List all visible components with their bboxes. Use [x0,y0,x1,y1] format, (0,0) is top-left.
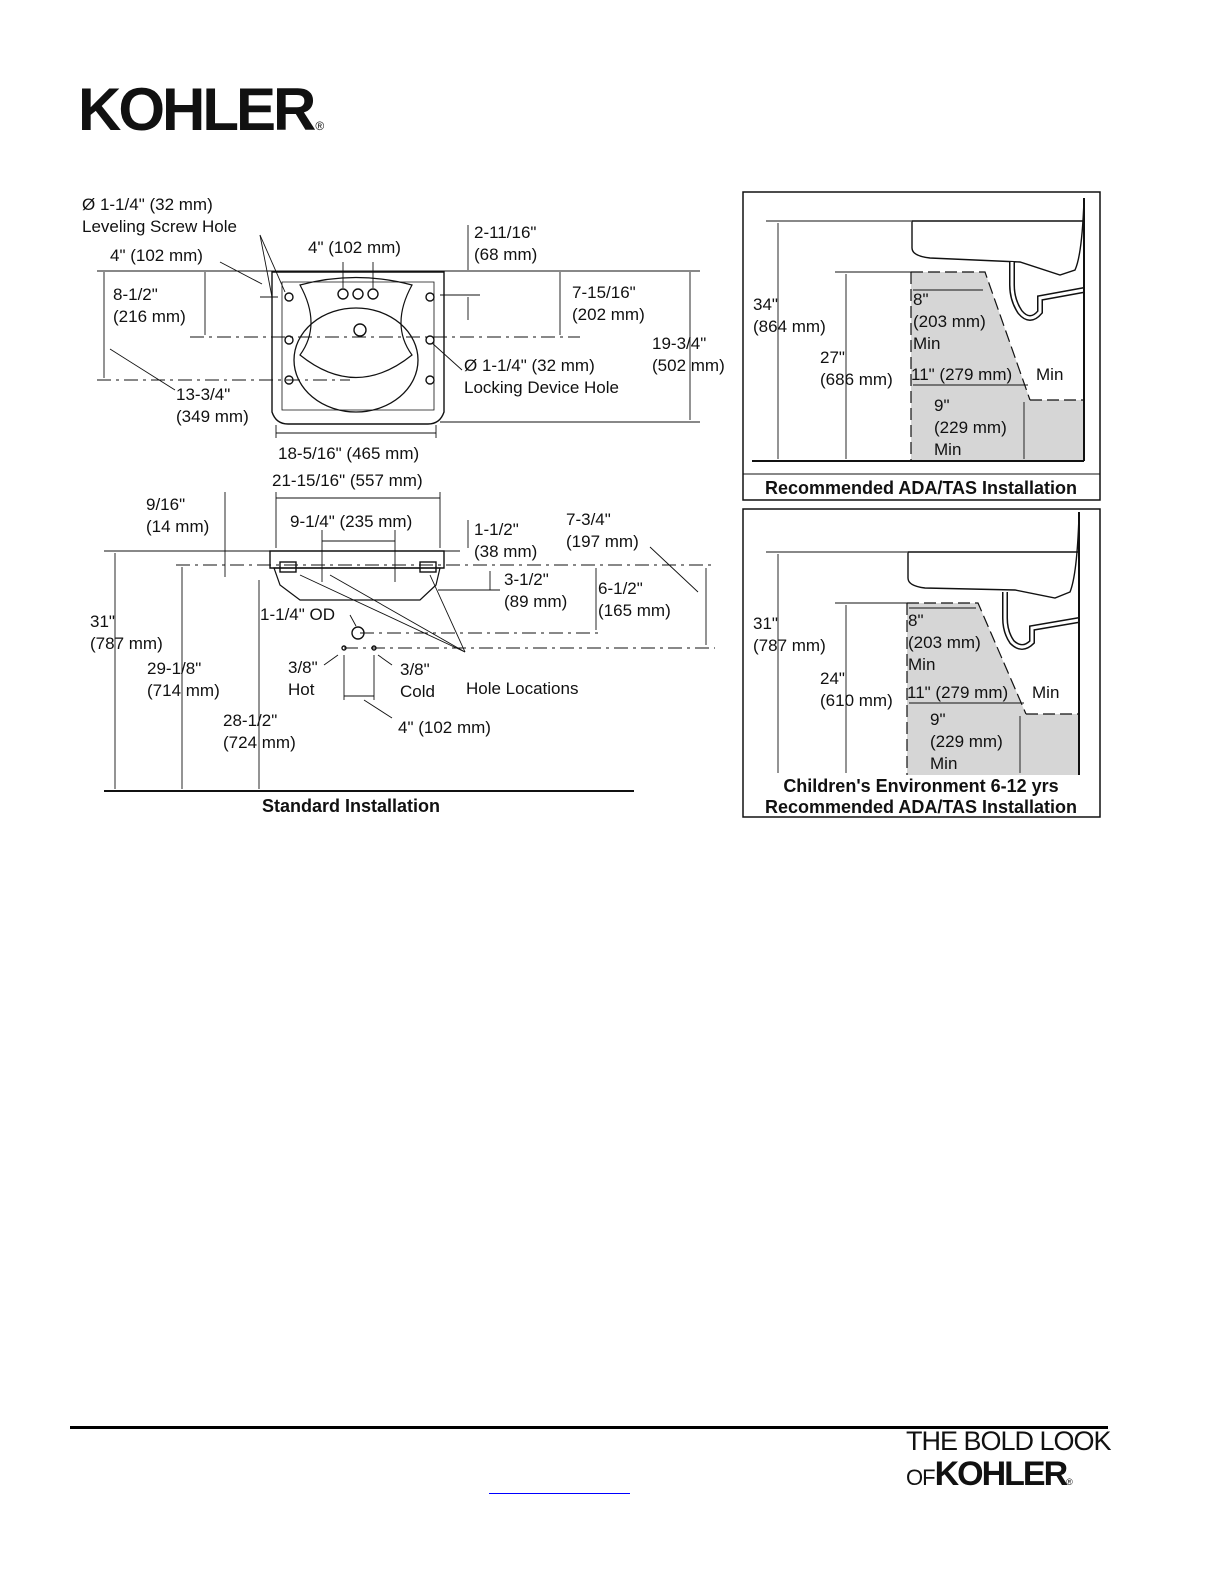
ada-dim-686: (686 mm) [820,370,893,389]
dim-29-1-8: 29-1/8" [147,659,201,678]
dim-31: 31" [90,612,115,631]
dim-8-1-2: 8-1/2" [113,285,158,304]
ada-panel: 34" (864 mm) 27" (686 mm) 8" (203 mm) Mi… [742,191,1101,501]
dim-3-1-2: 3-1/2" [504,570,549,589]
child-dim-787: (787 mm) [753,636,826,655]
cold-size: 3/8" [400,660,430,679]
dim-165: (165 mm) [598,601,671,620]
logo-text: KOHLER [78,76,316,143]
tagline-brand: KOHLER [934,1455,1069,1493]
ada-min-3: Min [934,440,961,459]
dim-502: (502 mm) [652,356,725,375]
child-dim-31: 31" [753,614,778,633]
standard-installation-caption: Standard Installation [262,796,440,816]
dim-7-3-4: 7-3/4" [566,510,611,529]
child-dim-229: (229 mm) [930,732,1003,751]
ada-min-2: Min [1036,365,1063,384]
dim-68: (68 mm) [474,245,537,264]
bold-look-logo: THE BOLD LOOK OFKOHLER® [906,1426,1116,1492]
tagline-reg: ® [1066,1477,1073,1487]
top-view [97,225,700,438]
child-panel: 31" (787 mm) 24" (610 mm) 8" (203 mm) Mi… [742,508,1101,818]
dim-1-1-2: 1-1/2" [474,520,519,539]
logo-reg: ® [315,119,325,133]
kohler-logo: KOHLER® [78,80,324,140]
child-dim-9: 9" [930,710,946,729]
dim-1-1-4-od: 1-1/4" OD [260,605,335,624]
child-dim-24: 24" [820,669,845,688]
hot-label: Hot [288,680,315,699]
ada-min-1: Min [913,334,940,353]
child-min-3: Min [930,754,957,773]
left-4-dim: 4" (102 mm) [110,246,203,265]
child-caption-2: Recommended ADA/TAS Installation [765,797,1077,817]
locking-label: Locking Device Hole [464,378,619,397]
child-caption-1: Children's Environment 6-12 yrs [783,776,1058,796]
footer-link[interactable] [489,1493,630,1494]
leveling-label: Leveling Screw Hole [82,217,237,236]
child-min-1: Min [908,655,935,674]
dim-14: (14 mm) [146,517,209,536]
ada-dim-203: (203 mm) [913,312,986,331]
hole-locations: Hole Locations [466,679,578,698]
dim-202: (202 mm) [572,305,645,324]
dim-9-1-4: 9-1/4" (235 mm) [290,512,412,531]
tagline-of: OF [906,1465,936,1490]
dim-6-1-2: 6-1/2" [598,579,643,598]
ada-dim-34: 34" [753,295,778,314]
dim-9-16: 9/16" [146,495,185,514]
dim-714: (714 mm) [147,681,220,700]
hot-size: 3/8" [288,658,318,677]
dim-787: (787 mm) [90,634,163,653]
tagline-line2: OFKOHLER® [906,1457,1116,1491]
ada-dim-8: 8" [913,290,929,309]
dim-724: (724 mm) [223,733,296,752]
cold-label: Cold [400,682,435,701]
faucet-4-dim: 4" (102 mm) [308,238,401,257]
dim-38: (38 mm) [474,542,537,561]
ada-caption: Recommended ADA/TAS Installation [765,478,1077,498]
dim-4-102: 4" (102 mm) [398,718,491,737]
dim-216: (216 mm) [113,307,186,326]
child-dim-203: (203 mm) [908,633,981,652]
child-dim-610: (610 mm) [820,691,893,710]
footer-rule [70,1426,1108,1429]
top-view-labels: Ø 1-1/4" (32 mm) Leveling Screw Hole 4" … [82,195,725,463]
dim-18-5-16: 18-5/16" (465 mm) [278,444,419,463]
dim-13-3-4: 13-3/4" [176,385,230,404]
dim-2-11-16: 2-11/16" [474,223,536,242]
front-view [104,492,715,792]
dim-28-1-2: 28-1/2" [223,711,277,730]
child-dim-8: 8" [908,611,924,630]
child-dim-11: 11" (279 mm) [907,683,1008,702]
ada-dim-864: (864 mm) [753,317,826,336]
ada-dim-27: 27" [820,348,845,367]
child-min-2: Min [1032,683,1059,702]
dim-197: (197 mm) [566,532,639,551]
leveling-dia: Ø 1-1/4" (32 mm) [82,195,213,214]
tagline-line1: THE BOLD LOOK [906,1426,1112,1456]
locking-dia: Ø 1-1/4" (32 mm) [464,356,595,375]
dim-349: (349 mm) [176,407,249,426]
dim-21-15-16: 21-15/16" (557 mm) [272,471,423,490]
dim-7-15-16: 7-15/16" [572,283,636,302]
ada-dim-11: 11" (279 mm) [911,365,1012,384]
ada-dim-229: (229 mm) [934,418,1007,437]
dim-89: (89 mm) [504,592,567,611]
dim-19-3-4: 19-3/4" [652,334,706,353]
front-view-labels: 21-15/16" (557 mm) 9/16" (14 mm) 9-1/4" … [90,471,671,816]
ada-dim-9: 9" [934,396,950,415]
